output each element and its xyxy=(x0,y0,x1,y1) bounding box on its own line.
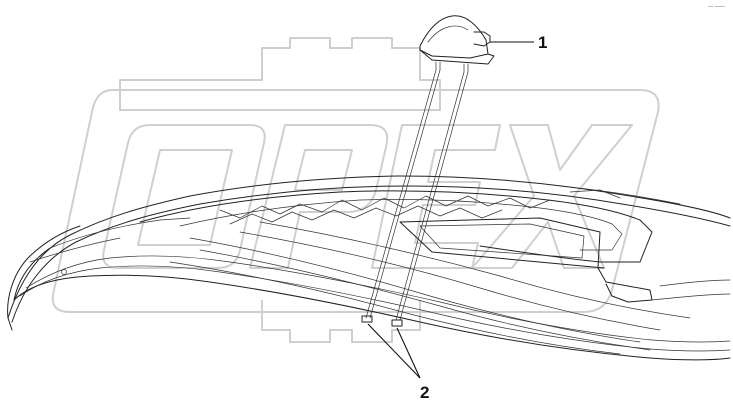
antenna-guide-lines xyxy=(365,69,469,321)
roof-channel-1 xyxy=(189,237,641,343)
roof-channel-4 xyxy=(239,231,661,331)
antenna-fin-inner xyxy=(427,25,469,43)
watermark-gear-outline xyxy=(119,37,441,111)
callout-leaders xyxy=(367,41,534,379)
watermark-rounded-frame xyxy=(51,89,660,313)
watermark-logo xyxy=(51,37,660,343)
leader-2b xyxy=(396,327,421,379)
mounting-fasteners xyxy=(361,315,403,327)
roof-right-detail xyxy=(559,185,731,301)
watermark-letter-o xyxy=(102,124,266,269)
antenna-base-plate xyxy=(419,49,495,65)
roof-left-flat-area xyxy=(29,217,191,263)
roof-ribs-2 xyxy=(229,205,503,225)
antenna-connector xyxy=(473,31,491,47)
roof-left-curve xyxy=(7,225,81,319)
roof-ribs xyxy=(219,195,551,219)
roof-front-lip-inner xyxy=(19,265,731,352)
sunroof-frame-inner xyxy=(179,199,623,251)
roof-outer-edge-2 xyxy=(11,185,731,323)
roof-outer-edge xyxy=(7,175,731,319)
roof-channel-2 xyxy=(199,249,651,351)
watermark-letter-p xyxy=(249,124,389,269)
center-recess xyxy=(399,217,653,303)
watermark-gear-outline-bottom xyxy=(261,300,421,343)
roof-channel-3 xyxy=(169,261,621,355)
roof-front-lip xyxy=(7,274,731,361)
roof-antenna xyxy=(365,15,495,321)
callout-number-2: 2 xyxy=(420,383,429,402)
antenna-shark-fin xyxy=(419,15,489,59)
roof-panel xyxy=(7,175,731,361)
sunroof-frame-outer xyxy=(139,190,653,263)
fastener-right xyxy=(391,319,403,327)
fastener-left xyxy=(361,315,373,323)
antenna-studs xyxy=(435,61,469,73)
leader-2a xyxy=(367,323,421,379)
roof-small-hole xyxy=(61,269,67,275)
corner-mark: ― ―― xyxy=(708,4,725,10)
callout-number-1: 1 xyxy=(538,33,547,52)
center-recess-inner xyxy=(419,223,585,259)
roof-channel-5 xyxy=(259,221,691,319)
